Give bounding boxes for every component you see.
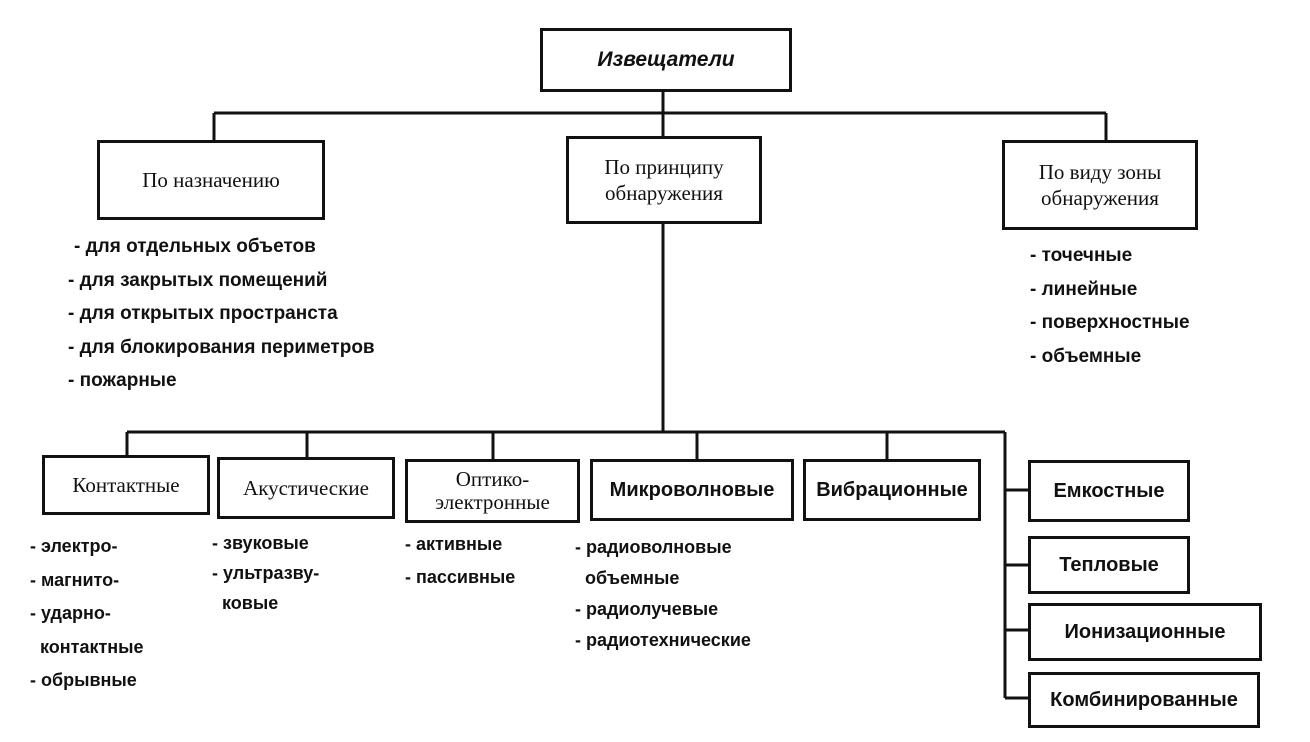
purpose-label: По назначению xyxy=(142,167,280,192)
optoelectronic-box: Оптико- электронные xyxy=(405,459,580,523)
list-item: - радиолучевые xyxy=(575,599,719,619)
zone-label-line1: По виду зоны xyxy=(1038,159,1162,184)
thermal-label: Тепловые xyxy=(1059,553,1159,576)
list-item: - магнито- xyxy=(30,569,120,590)
list-item: - обрывные xyxy=(30,670,137,690)
root-box: Извещатели xyxy=(540,28,792,92)
combined-box: Комбинированные xyxy=(1028,672,1260,728)
vibration-box: Вибрационные xyxy=(803,459,981,521)
list-item: - ударно- xyxy=(30,603,111,623)
list-item: ковые xyxy=(212,593,279,613)
zone-box: По виду зоны обнаружения xyxy=(1002,140,1198,230)
list-item: - электро- xyxy=(30,536,118,556)
list-item: контактные xyxy=(30,636,144,657)
optoelectronic-label-line1: Оптико- xyxy=(455,466,530,491)
principle-box: По принципу обнаружения xyxy=(566,136,762,224)
vibration-label: Вибрационные xyxy=(816,478,968,501)
list-item: - поверхностные xyxy=(1030,312,1190,333)
contact-label: Контактные xyxy=(72,472,180,497)
list-item: - для закрытых помещений xyxy=(68,269,328,291)
acoustic-box: Акустические xyxy=(217,457,395,519)
list-item: - точечные xyxy=(1030,245,1133,266)
principle-label-line2: обнаружения xyxy=(605,181,723,205)
list-item: - активные xyxy=(405,534,503,554)
ionization-box: Ионизационные xyxy=(1028,603,1262,661)
list-item: - линейные xyxy=(1030,278,1138,300)
contact-list: - электро- - магнито- - ударно- контактн… xyxy=(30,530,144,698)
purpose-list: - для отдельных объетов - для закрытых п… xyxy=(68,230,375,398)
list-item: - пожарные xyxy=(68,370,177,391)
list-item: - радиоволновые xyxy=(575,537,732,557)
list-item: объемные xyxy=(575,568,680,588)
thermal-box: Тепловые xyxy=(1028,536,1190,594)
list-item: - для отдельных объетов xyxy=(74,236,316,257)
list-item: - для открытых пространста xyxy=(68,303,338,324)
microwave-list: - радиоволновые объемные - радиолучевые … xyxy=(575,532,751,656)
microwave-label: Микроволновые xyxy=(609,478,775,501)
principle-label-line1: По принципу xyxy=(604,154,724,179)
optoelectronic-list: - активные - пассивные xyxy=(405,528,515,594)
optoelectronic-label-line2: электронные xyxy=(435,490,550,514)
acoustic-label: Акустические xyxy=(243,475,369,500)
microwave-box: Микроволновые xyxy=(590,459,794,521)
list-item: - пассивные xyxy=(405,567,516,587)
purpose-box: По назначению xyxy=(97,140,325,220)
acoustic-list: - звуковые - ультразву- ковые xyxy=(212,528,319,618)
list-item: - ультразву- xyxy=(212,563,320,583)
combined-label: Комбинированные xyxy=(1050,688,1238,711)
list-item: - звуковые xyxy=(212,533,309,553)
list-item: - объемные xyxy=(1030,345,1142,367)
ionization-label: Ионизационные xyxy=(1064,620,1226,643)
contact-box: Контактные xyxy=(42,455,210,515)
list-item: - для блокирования периметров xyxy=(68,336,375,358)
capacitive-label: Емкостные xyxy=(1053,479,1165,502)
list-item: - радиотехнические xyxy=(575,630,751,650)
zone-label-line2: обнаружения xyxy=(1041,186,1159,210)
capacitive-box: Емкостные xyxy=(1028,460,1190,522)
zone-list: - точечные - линейные - поверхностные - … xyxy=(1030,239,1190,373)
root-label: Извещатели xyxy=(597,47,735,71)
